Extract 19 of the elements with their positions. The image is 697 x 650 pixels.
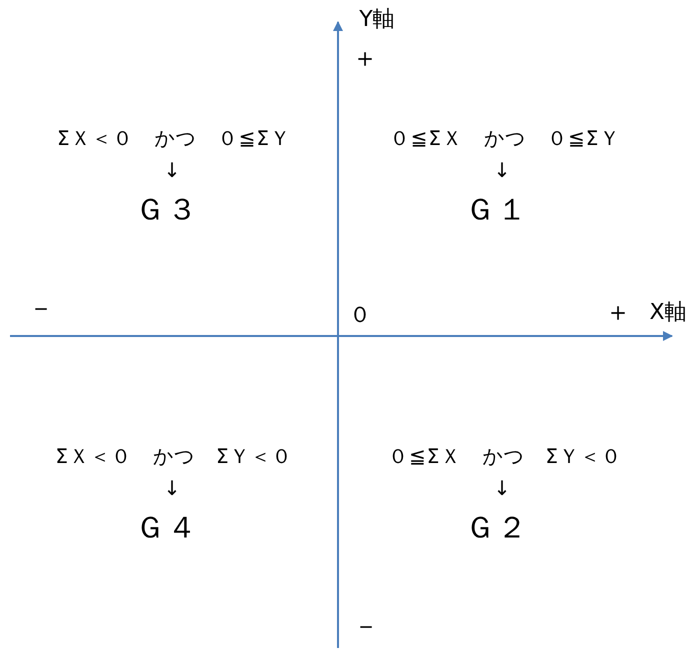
down-arrow-symbol: ↓ — [164, 477, 180, 499]
plus-sign: ＋ — [605, 298, 631, 328]
down-arrow-symbol: ↓ — [164, 159, 180, 181]
group-label: Ｇ４ — [135, 512, 199, 544]
down-arrow-symbol: ↓ — [494, 159, 510, 181]
group-label: Ｇ３ — [135, 194, 199, 226]
condition-text: ΣＸ＜０ かつ ΣＹ＜０ — [55, 445, 293, 467]
minus-sign: － — [353, 612, 379, 642]
plus-sign: ＋ — [352, 44, 378, 74]
condition-text: ０≦ΣＸ かつ ０≦ΣＹ — [390, 127, 620, 149]
axis-label: Y軸 — [359, 8, 395, 32]
axis-label: X軸 — [649, 300, 687, 326]
origin-label: ０ — [349, 304, 371, 328]
minus-sign: － — [28, 294, 54, 324]
group-label: Ｇ１ — [465, 194, 529, 226]
group-label: Ｇ２ — [465, 512, 529, 544]
down-arrow-symbol: ↓ — [494, 477, 510, 499]
condition-text: ０≦ΣＸ かつ ΣＹ＜０ — [388, 445, 622, 467]
condition-text: ΣＸ＜０ かつ ０≦ΣＹ — [56, 127, 292, 149]
